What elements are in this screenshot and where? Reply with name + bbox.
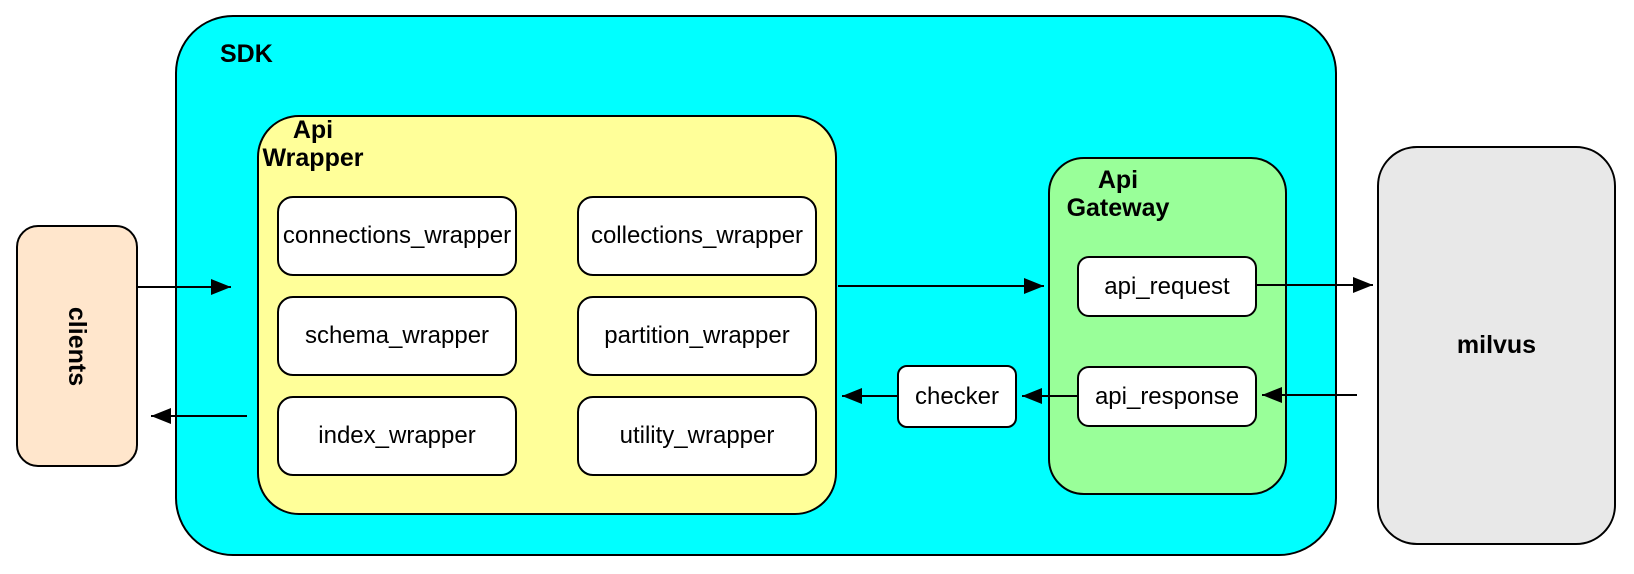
milvus-label: milvus [1456,331,1537,359]
api-gateway-title: Api Gateway [1066,166,1170,222]
milvus-box: milvus [1377,146,1616,545]
checker-box: checker [897,365,1017,428]
module-api-response: api_response [1077,366,1257,427]
module-schema-wrapper: schema_wrapper [277,296,517,376]
sdk-title: SDK [220,40,273,68]
clients-label: clients [63,306,92,386]
module-utility-wrapper: utility_wrapper [577,396,817,476]
module-partition-wrapper: partition_wrapper [577,296,817,376]
api-gateway-container [1048,157,1287,495]
module-api-request: api_request [1077,256,1257,317]
module-connections-wrapper: connections_wrapper [277,196,517,276]
clients-box: clients [16,225,138,467]
module-collections-wrapper: collections_wrapper [577,196,817,276]
module-index-wrapper: index_wrapper [277,396,517,476]
api-wrapper-title: Api Wrapper [262,116,364,172]
